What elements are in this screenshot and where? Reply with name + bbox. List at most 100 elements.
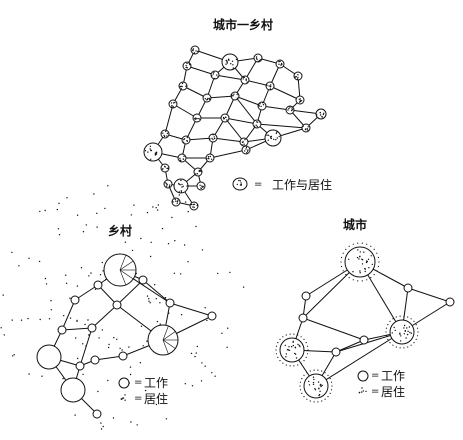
city-halo-dot (403, 315, 405, 317)
top-node-dot (161, 168, 164, 170)
rural-scatter-dot (167, 243, 170, 245)
top-node-dot (235, 58, 238, 61)
city-node-dot (308, 380, 310, 383)
rural-scatter-dot (124, 241, 127, 243)
top-node-dot (186, 67, 189, 69)
city-node-dot (391, 332, 393, 334)
rural-scatter-dot (28, 257, 30, 259)
city-node-dot (312, 376, 315, 378)
city-halo-dot (416, 327, 419, 329)
top-node-dot (245, 148, 247, 150)
rural-scatter-dot (133, 204, 135, 206)
city-halo-dot (361, 242, 363, 244)
city-node (279, 337, 305, 363)
city-node-dot (294, 352, 296, 355)
top-node-dot (192, 48, 195, 50)
city-node-dot (410, 332, 412, 334)
rural-node (57, 325, 67, 335)
city-halo-dot (277, 356, 279, 358)
rural-scatter-dot (102, 270, 104, 272)
city-halo-dot (357, 242, 359, 244)
top-node-dot (149, 145, 152, 148)
city-network (275, 242, 455, 403)
rural-scatter-dot (156, 320, 159, 323)
rural-scatter-dot (187, 261, 189, 263)
rural-edge (94, 355, 124, 361)
city-node-dot (371, 263, 373, 266)
city-halo-dot (275, 353, 278, 355)
top-edge (185, 137, 214, 141)
city-node (389, 319, 415, 345)
rural-scatter-dot (56, 208, 58, 211)
top-node-dot (189, 63, 191, 66)
rural-scatter-dot (200, 380, 203, 382)
top-node-dot (180, 179, 182, 182)
top-node-dot (273, 138, 275, 141)
rural-scatter-dot (76, 214, 79, 216)
top-node-dot (256, 58, 258, 61)
top-node-dot (181, 82, 184, 85)
top-node-dot (211, 158, 213, 160)
title-city-rural: 城市一乡村 (213, 18, 274, 32)
top-node-dot (278, 135, 280, 138)
rural-scatter-dot (184, 383, 186, 385)
top-node-dot (172, 201, 174, 203)
top-node-dot (258, 105, 260, 107)
top-node-dot (196, 173, 199, 175)
rural-node-ray (119, 269, 134, 280)
top-node-dot (306, 128, 308, 130)
top-node-dot (174, 198, 176, 201)
city-node-dot (359, 272, 361, 274)
top-node-dot (171, 106, 173, 108)
rural-scatter-dot (20, 319, 23, 321)
top-node-dot (231, 60, 234, 62)
top-node-dot (281, 63, 283, 66)
rural-scatter-dot (66, 197, 68, 199)
rural-scatter-dot (180, 314, 183, 316)
top-node-dot (267, 134, 270, 136)
top-node-dot (144, 150, 147, 152)
top-node-dot (227, 58, 230, 60)
rural-scatter-dot (96, 226, 98, 228)
top-node (230, 91, 240, 101)
city-halo-dot (329, 378, 331, 380)
top-node-dot (208, 158, 210, 160)
city-halo-dot (300, 336, 302, 338)
top-node-dot (154, 154, 156, 156)
city-halo-dot (407, 316, 409, 318)
top-node-dot (295, 75, 297, 78)
city-halo-dot (299, 381, 302, 383)
city-halo-dot (385, 327, 388, 329)
rural-scatter-dot (155, 403, 158, 406)
legend-city-live-dot (362, 390, 364, 392)
city-halo-dot (370, 277, 372, 279)
rural-scatter-dot (107, 346, 110, 349)
legend-rural-work-symbol (118, 377, 130, 389)
rural-edge (79, 327, 93, 367)
rural-scatter-dot (183, 244, 186, 246)
city-halo-dot (392, 344, 394, 346)
top-node (265, 81, 275, 91)
top-node-dot (194, 117, 196, 120)
rural-scatter-dot (201, 249, 204, 251)
top-node-dot (259, 59, 261, 62)
city-node-dot (361, 263, 364, 265)
rural-scatter-dot (27, 317, 29, 320)
title-rural: 乡村 (108, 224, 133, 238)
city-node-dot (403, 327, 405, 329)
rural-scatter-dot (38, 260, 41, 263)
city-halo-dot (378, 261, 380, 263)
city-halo-dot (305, 342, 307, 344)
top-node-dot (241, 141, 244, 143)
city-halo-dot (340, 261, 342, 263)
top-node-dot (175, 200, 177, 202)
rural-scatter-dot (88, 334, 90, 336)
rural-scatter-dot (90, 272, 92, 274)
top-node-dot (166, 132, 169, 135)
top-node-dot (287, 109, 289, 111)
top-node-dot (208, 97, 211, 100)
city-halo-dot (352, 243, 354, 245)
top-node-dot (246, 152, 248, 154)
rural-scatter-dot (77, 357, 79, 360)
